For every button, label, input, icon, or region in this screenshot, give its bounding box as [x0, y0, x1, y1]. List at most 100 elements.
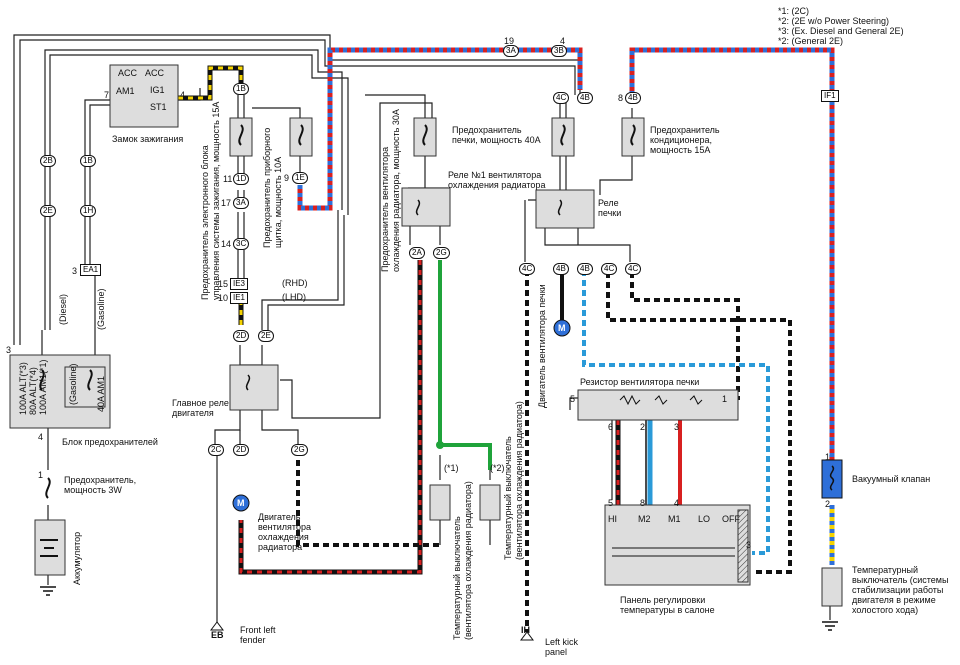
connector-1E: 1E — [292, 172, 308, 184]
connector-2B: 2B — [40, 155, 56, 167]
pin-7: 7 — [104, 90, 110, 100]
pin-4-panel: 4 — [674, 498, 680, 508]
pin-17: 17 — [221, 198, 232, 208]
pin-1-res: 1 — [722, 394, 728, 404]
pin-14: 14 — [221, 239, 232, 249]
label-main-relay: Главное реле двигателя — [172, 398, 229, 418]
ignition-switch — [109, 64, 179, 128]
connector-1D: 1D — [233, 173, 250, 185]
label-meter-fuse: Предохранитель приборного щитка, мощност… — [262, 127, 283, 248]
panel-m1: M1 — [668, 514, 681, 524]
label-ecu-fuse: Предохранитель электронного блока управл… — [200, 101, 221, 300]
connector-3B-top: 3B — [551, 45, 567, 57]
label-idle-temp-switch: Температурный выключатель (системы стаби… — [852, 565, 949, 615]
connector-3A-top: 3A — [503, 45, 519, 57]
panel-m2: M2 — [638, 514, 651, 524]
label-ignition-switch: Замок зажигания — [112, 134, 184, 144]
label-cooling-fan-motor: Двигатель вентилятора охлаждения радиато… — [258, 512, 311, 552]
motor-letter-2: M — [558, 323, 566, 333]
pin-st1: ST1 — [150, 102, 167, 112]
connector-2C: 2C — [208, 444, 225, 456]
connector-4C-c: 4C — [625, 263, 642, 275]
label-star1: (*1) — [444, 463, 459, 473]
heater-fan-motor — [553, 319, 571, 337]
panel-off: OFF — [722, 514, 740, 524]
connector-IE3: IE3 — [230, 278, 249, 290]
pin-ig1: IG1 — [150, 85, 165, 95]
ground-symbols — [40, 586, 838, 631]
connector-4C-a: 4C — [519, 263, 536, 275]
pin-3-res: 3 — [674, 422, 680, 432]
heater-relay — [535, 189, 595, 229]
connector-2G-left: 2G — [291, 444, 308, 456]
connector-4B-b: 4B — [577, 263, 593, 275]
connector-4B-ac: 4B — [625, 92, 641, 104]
note-4: *2: (General 2E) — [778, 36, 844, 46]
note-2: *2: (2E w/o Power Steering) — [778, 16, 890, 26]
label-control-panel: Панель регулировки температуры в салоне — [620, 595, 715, 615]
label-gasoline-box: (Gasoline) — [68, 363, 78, 405]
pin-4-3b: 4 — [560, 36, 566, 46]
label-lhd: (LHD) — [282, 292, 306, 302]
ground-IH: IH — [521, 625, 530, 635]
connector-EA1: EA1 — [80, 264, 102, 276]
connector-2D: 2D — [233, 444, 250, 456]
pin-2-res: 2 — [640, 422, 646, 432]
label-star2: (*2) — [490, 463, 505, 473]
connector-1B-left: 1B — [80, 155, 96, 167]
pin-11: 11 — [223, 174, 233, 184]
label-relay-no1: Реле №1 вентилятора охлаждения радиатора — [448, 170, 546, 190]
label-battery: Аккумулятор — [72, 531, 82, 585]
label-heater-fuse: Предохранитель печки, мощность 40А — [452, 125, 541, 145]
pin-19: 19 — [504, 36, 515, 46]
pin-6: 6 — [608, 422, 614, 432]
green-wire — [438, 260, 492, 470]
label-front-left-fender: Front left fender — [240, 625, 276, 645]
connector-IF1: IF1 — [821, 90, 839, 102]
label-fan-fuse: Предохранитель вентилятора охлаждения ра… — [380, 109, 401, 272]
label-gasoline: (Gasoline) — [96, 288, 106, 330]
note-1: *1: (2C) — [778, 6, 810, 16]
label-diesel: (Diesel) — [58, 293, 68, 325]
black-dashed-wire-2 — [296, 460, 440, 547]
panel-lo: LO — [698, 514, 711, 524]
yellow-black-wire-1 — [178, 65, 244, 101]
pin-am1: AM1 — [116, 86, 135, 96]
label-left-kick-panel: Left kick panel — [545, 637, 579, 657]
yellow-black-wire-1-dash — [178, 66, 243, 100]
pin-4-ign: 4 — [180, 90, 186, 100]
label-resistor: Резистор вентилятора печки — [580, 377, 700, 387]
label-temp-switch-2: Температурный выключатель (вентилятора о… — [503, 401, 524, 560]
cooling-fan-motor — [232, 494, 250, 512]
ground-EB: EB — [211, 630, 224, 640]
pin-1-fuse3w: 1 — [38, 470, 44, 480]
fuse-alt-3: 100A ALT(*3) — [18, 362, 28, 415]
connector-2D-top: 2D — [233, 330, 250, 342]
pin-15: 15 — [218, 279, 229, 289]
fuse-am1-1: 100A AM1(*1) — [38, 359, 48, 415]
note-3: *3: (Ex. Diesel and General 2E) — [778, 26, 904, 36]
pin-3-fb: 3 — [6, 345, 12, 355]
fuse-alt-4: 80A ALT(*4) — [28, 367, 38, 415]
pin-acc: ACC — [118, 68, 138, 78]
connector-4B-a: 4B — [553, 263, 569, 275]
connector-4C-top: 4C — [553, 92, 570, 104]
pin-2-vv: 2 — [825, 499, 831, 509]
label-fuse-3w: Предохранитель, мощность 3W — [64, 475, 137, 495]
label-heater-fan-motor: Двигатель вентилятора печки — [537, 284, 547, 408]
label-rhd: (RHD) — [282, 278, 308, 288]
blue-white-wire — [582, 270, 770, 555]
pin-8: 8 — [618, 93, 624, 103]
connector-1H: 1H — [80, 205, 97, 217]
connector-2E-left: 2E — [40, 205, 56, 217]
connector-2E: 2E — [258, 330, 274, 342]
connector-4B-top: 4B — [577, 92, 593, 104]
pin-acc-label: ACC — [145, 68, 165, 78]
fan-relay-no1 — [401, 187, 451, 227]
pin-5-panel: 5 — [608, 498, 614, 508]
label-vacuum-valve: Вакуумный клапан — [852, 474, 931, 484]
connector-3A: 3A — [233, 197, 249, 209]
main-relay — [229, 364, 279, 411]
